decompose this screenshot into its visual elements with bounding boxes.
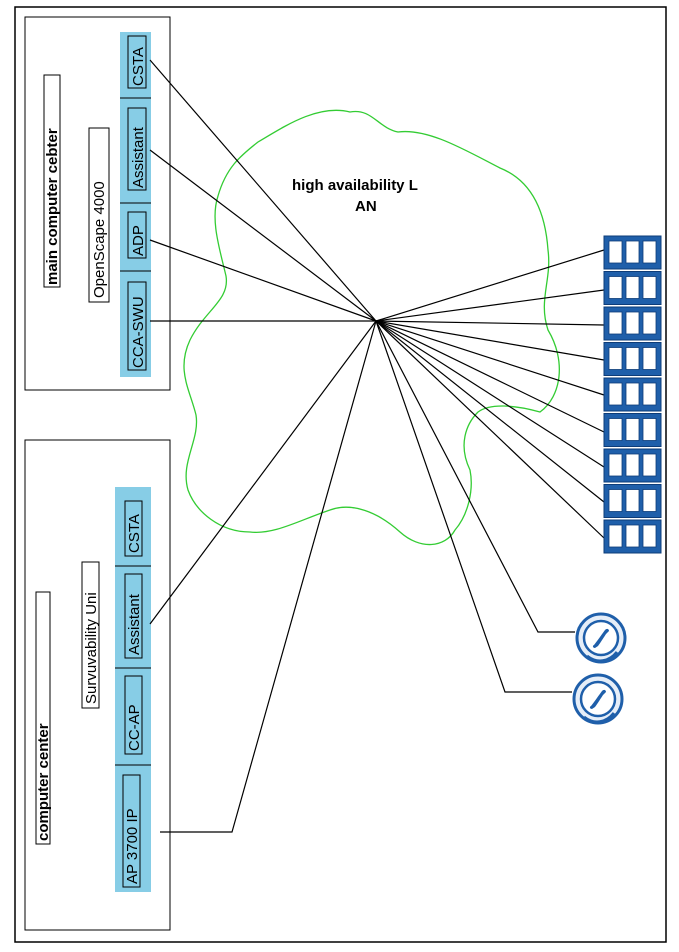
ip-phone-icon xyxy=(603,519,662,554)
main-module-adp: ADP xyxy=(130,225,147,256)
cc-module-assistant: Assistant xyxy=(126,593,143,655)
cc-module-cc-ap: CC-AP xyxy=(126,704,143,751)
link-phone-9 xyxy=(375,320,605,539)
link-phone-2 xyxy=(375,289,605,322)
main-computer-center: main computer cebter OpenScape 4000 CSTA… xyxy=(24,16,171,391)
computer-center: computer center Survuvability Uni CSTA A… xyxy=(24,439,171,931)
ip-phone-icon xyxy=(603,271,662,305)
ip-phone-icon xyxy=(603,448,662,483)
link-assistant xyxy=(149,149,377,322)
ip-phone-icon xyxy=(603,413,662,447)
computer-center-module-column xyxy=(115,487,151,892)
main-center-title-box xyxy=(43,74,61,288)
cc-module-ap3700-box xyxy=(122,774,141,888)
link-phone-7 xyxy=(375,320,605,468)
lan-cloud xyxy=(183,109,560,546)
link-phone-4 xyxy=(375,320,605,361)
link-phone-5 xyxy=(375,320,605,396)
cc-module-cc-ap-box xyxy=(124,675,143,755)
link-cc-assistant xyxy=(149,320,377,625)
link-phone-8 xyxy=(375,320,605,503)
ip-phone-icon xyxy=(603,235,662,270)
softphone-icon xyxy=(572,673,624,725)
main-module-csta: CSTA xyxy=(130,47,147,86)
main-module-csta-box xyxy=(127,35,147,89)
cc-module-csta: CSTA xyxy=(126,514,143,553)
ip-phone-icon xyxy=(603,342,662,376)
computer-center-title-box xyxy=(35,591,51,845)
main-module-cca-swu: CCA-SWU xyxy=(130,296,147,368)
link-phone-6 xyxy=(375,320,605,433)
ip-phone-icon xyxy=(603,306,662,341)
outer-frame xyxy=(14,6,667,943)
link-csta xyxy=(149,59,377,322)
lan-title-line1: high availability L xyxy=(292,177,418,194)
computer-center-title: computer center xyxy=(35,723,52,841)
lan-title-line2: AN xyxy=(355,198,377,215)
computer-center-system-box xyxy=(81,561,100,709)
main-center-title: main computer cebter xyxy=(44,128,61,285)
cc-module-ap3700: AP 3700 IP xyxy=(124,808,141,884)
main-module-adp-box xyxy=(127,211,147,259)
cc-module-csta-box xyxy=(124,500,143,557)
main-module-assistant: Assistant xyxy=(130,126,147,188)
main-module-assistant-box xyxy=(127,107,147,191)
link-softphone-1 xyxy=(375,320,575,633)
link-phone-3 xyxy=(375,320,605,326)
cc-module-assistant-box xyxy=(124,573,143,659)
main-center-system-box xyxy=(88,127,110,303)
computer-center-system: Survuvability Uni xyxy=(83,592,100,704)
ip-phone-icon xyxy=(603,484,662,518)
link-ap3700 xyxy=(160,320,377,833)
ip-phone-icon xyxy=(603,377,662,412)
main-module-cca-swu-box xyxy=(127,281,147,371)
connection-lines xyxy=(149,59,605,833)
link-softphone-2 xyxy=(375,320,572,693)
main-center-system: OpenScape 4000 xyxy=(91,181,108,298)
link-phone-1 xyxy=(375,249,605,322)
link-adp xyxy=(149,239,377,322)
ip-phone-stack xyxy=(603,235,662,554)
softphone-icon xyxy=(575,612,627,664)
